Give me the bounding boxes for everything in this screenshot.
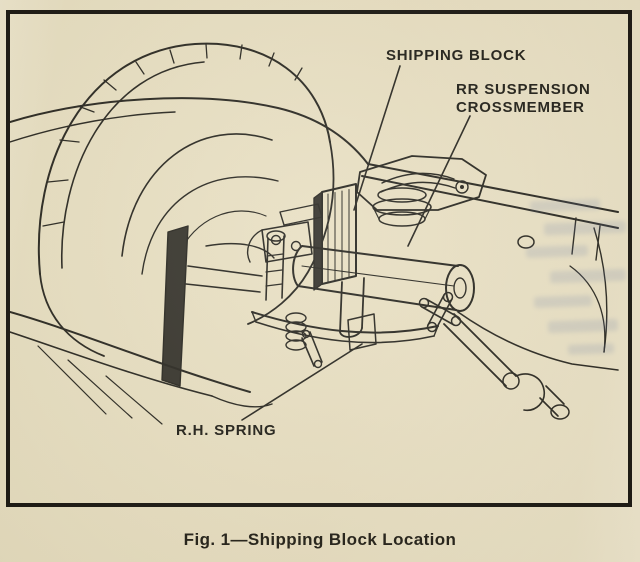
figure-caption: Fig. 1—Shipping Block Location (183, 530, 457, 549)
label-rr-suspension: RR SUSPENSION (456, 81, 591, 98)
leaf-spring (251, 277, 439, 351)
tire-wheel (37, 42, 335, 357)
label-crossmember: CROSSMEMBER (456, 99, 585, 116)
crossmember-flange (356, 155, 487, 211)
suspension-line-art (10, 42, 619, 425)
crossmember-tube (292, 245, 475, 312)
shipping-block-part (313, 183, 357, 291)
shock-shackle (265, 230, 323, 369)
insulator-stack (372, 187, 432, 227)
fender-body-lines (10, 97, 369, 165)
mount-bracket (246, 203, 323, 263)
label-rh-spring: R.H. SPRING (176, 422, 277, 439)
frame-rails (361, 163, 619, 371)
figure-frame: SHIPPING BLOCK RR SUSPENSION CROSSMEMBER… (6, 10, 632, 507)
body-sill-lines (10, 311, 273, 425)
driveshaft-ujoint (418, 291, 570, 420)
splash-strip (161, 225, 189, 387)
leader-lines (241, 65, 471, 421)
label-shipping-block: SHIPPING BLOCK (386, 47, 527, 64)
suspension-arm (185, 243, 275, 293)
